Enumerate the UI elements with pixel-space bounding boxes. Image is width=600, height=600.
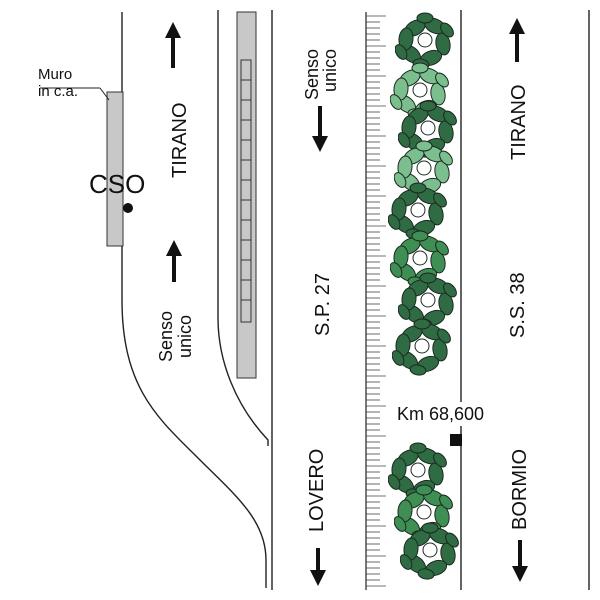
wall-label-line2: in c.a. (38, 83, 78, 100)
right-lane-direction-south: BORMIO (509, 449, 531, 530)
km-marker-label: Km 68,600 (397, 404, 484, 424)
km-marker-label-bg (394, 402, 498, 426)
arrow-up-icon (165, 22, 181, 68)
cso-label: CSO (89, 169, 145, 199)
arrow-down-icon (512, 540, 528, 582)
wall-structure (106, 91, 124, 247)
marker-square-icon (450, 434, 462, 446)
middle-road-edge (217, 10, 269, 446)
right-lane-direction-north: TIRANO (508, 84, 530, 160)
arrow-down-icon (312, 106, 328, 152)
tree-icon (392, 318, 452, 376)
barrier-frame (240, 59, 252, 323)
barrier-rungs (241, 79, 251, 301)
left-lane-note-line2: unico (175, 315, 195, 358)
middle-lane-direction: LOVERO (306, 449, 328, 532)
wall-label-line1: Muro (38, 66, 72, 83)
point-dot-icon (123, 203, 133, 213)
tree-icon (395, 12, 455, 70)
left-road-edge (121, 12, 267, 588)
tree-row (388, 12, 460, 580)
wall-leader-diagonal (99, 87, 110, 101)
right-road-name: S.S. 38 (507, 272, 529, 338)
ruler-ticks (366, 15, 386, 587)
left-lane-direction: TIRANO (169, 102, 191, 178)
middle-lane-note-line1: Senso (302, 49, 322, 100)
arrow-down-icon (310, 548, 326, 586)
arrow-up-icon (166, 240, 182, 282)
grey-strip (236, 11, 257, 379)
arrow-up-icon (509, 18, 525, 62)
left-lane-note-line1: Senso (156, 311, 176, 362)
middle-road-name: S.P. 27 (312, 273, 334, 336)
middle-lane-note-line2: unico (320, 49, 340, 92)
